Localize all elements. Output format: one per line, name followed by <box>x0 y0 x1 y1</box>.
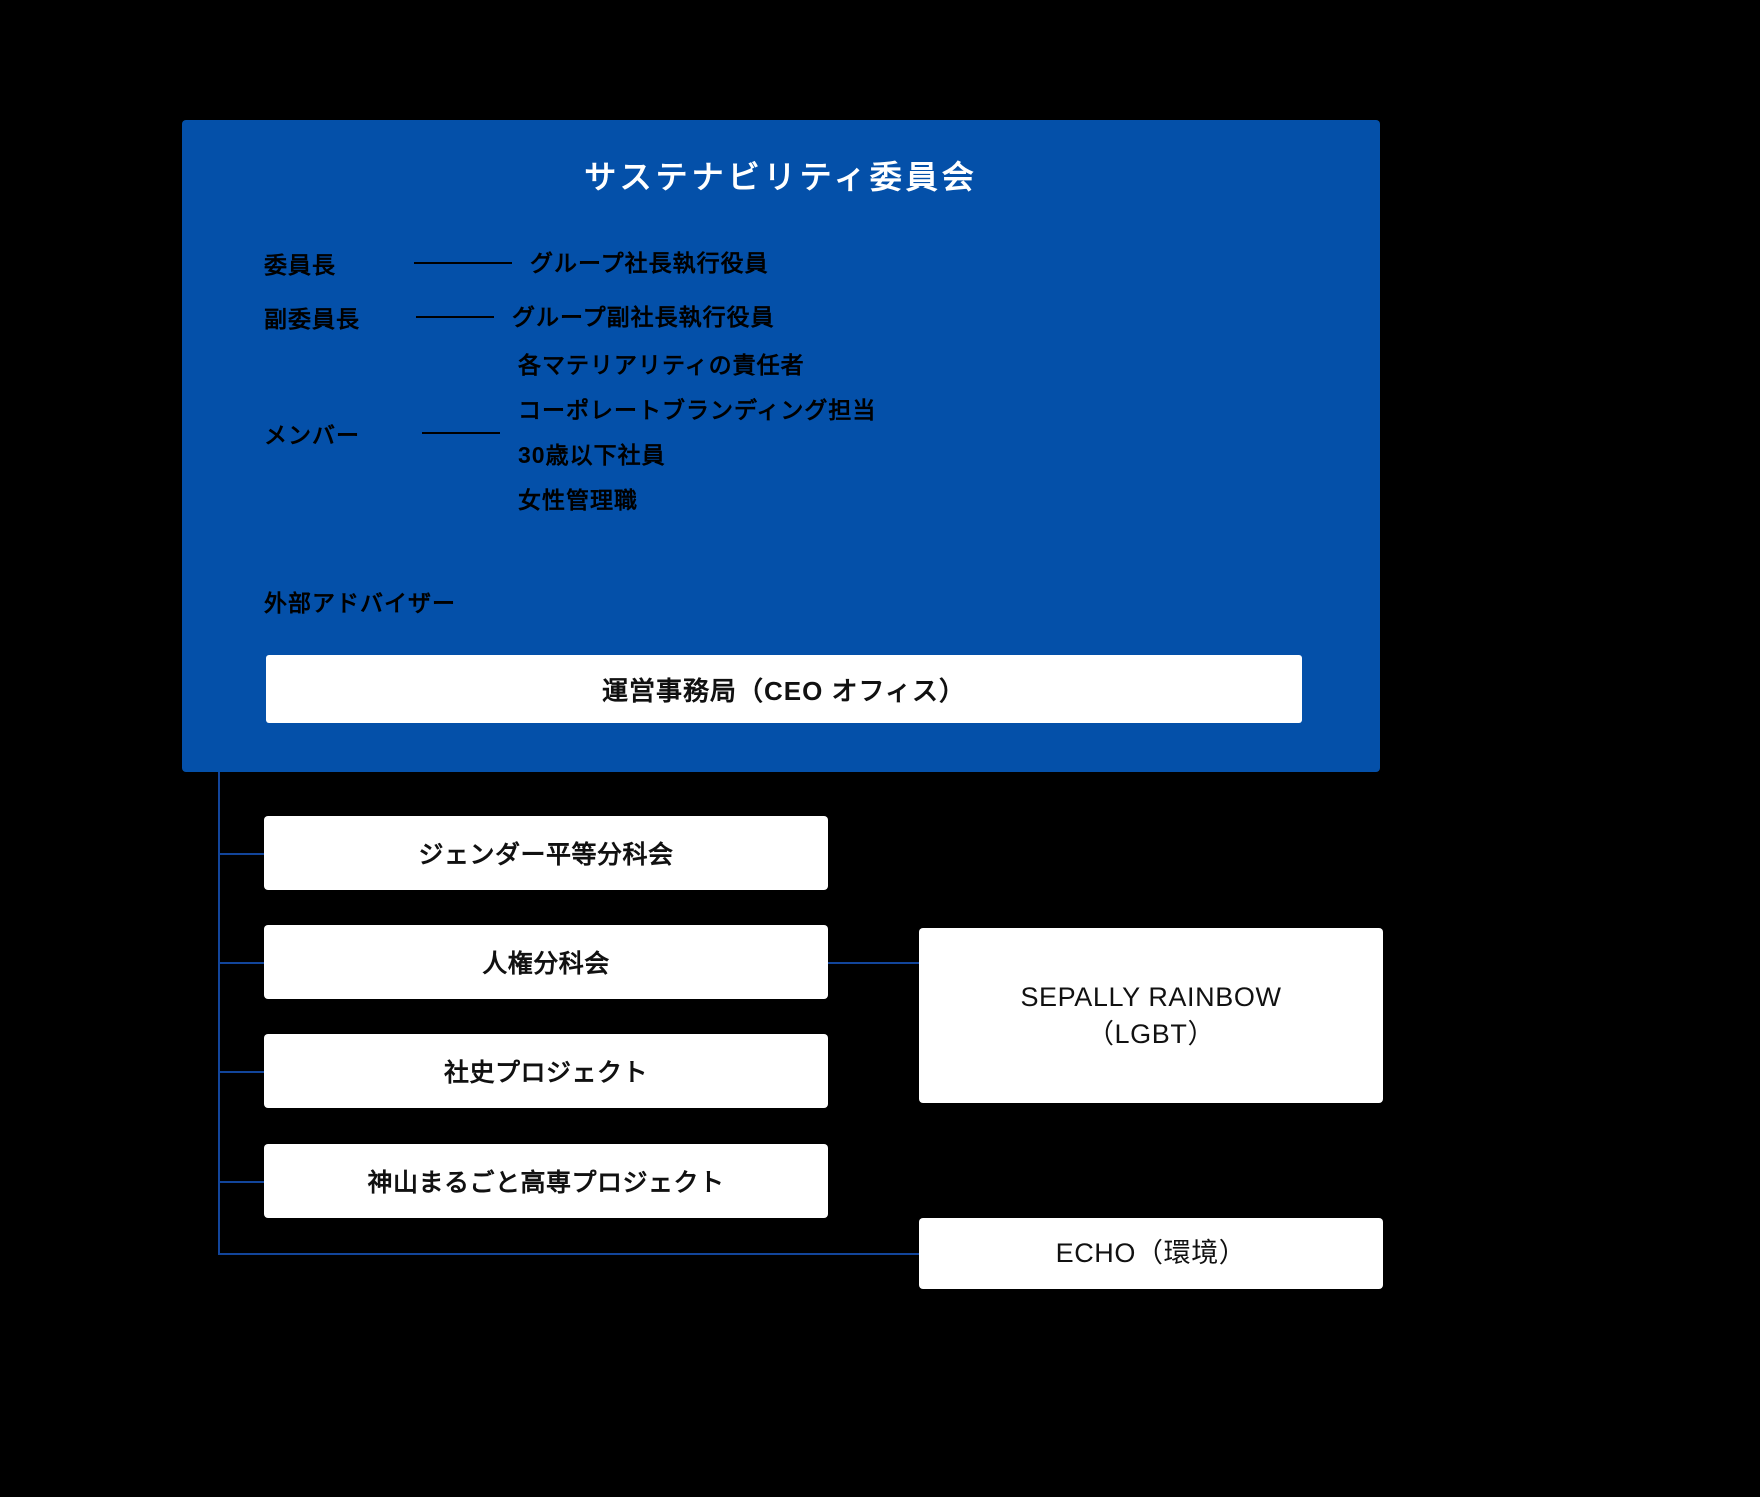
group-box-sepally-rainbow[interactable]: SEPALLY RAINBOW （LGBT） <box>919 928 1383 1103</box>
role-value: グループ社長執行役員 <box>530 249 769 276</box>
subcommittee-label: 人権分科会 <box>482 950 610 978</box>
group-label: SEPALLY RAINBOW （LGBT） <box>1020 982 1282 1049</box>
role-connector-dash <box>416 316 494 318</box>
subcommittee-label: ジェンダー平等分科会 <box>418 841 674 869</box>
role-row-members: メンバー 各マテリアリティの責任者 コーポレートブランディング担当 30歳以下社… <box>264 354 1304 512</box>
connector-branch-kamiyama <box>218 1181 266 1183</box>
role-connector-dash <box>422 432 500 434</box>
role-value: 女性管理職 <box>518 487 638 513</box>
role-value: 30歳以下社員 <box>518 442 666 468</box>
subcommittee-label: 神山まるごと高専プロジェクト <box>367 1169 725 1197</box>
role-value: コーポレートブランディング担当 <box>518 397 877 423</box>
role-row-vice-chair: 副委員長 グループ副社長執行役員 <box>264 300 1304 334</box>
role-value: 各マテリアリティの責任者 <box>518 352 805 378</box>
connector-trunk-vertical <box>218 772 220 1254</box>
role-values-members: 各マテリアリティの責任者 コーポレートブランディング担当 30歳以下社員 女性管… <box>518 354 1304 512</box>
subcommittee-box-kamiyama-marugoto-kosen-project[interactable]: 神山まるごと高専プロジェクト <box>264 1144 828 1218</box>
connector-branch-company-history <box>218 1071 266 1073</box>
sustainability-committee-panel: サステナビリティ委員会 委員長 グループ社長執行役員 副委員長 グループ副社長執… <box>182 120 1380 772</box>
role-label-vice-chair: 副委員長 <box>264 306 360 332</box>
subcommittee-label: 社史プロジェクト <box>443 1059 648 1087</box>
subcommittee-box-company-history-project[interactable]: 社史プロジェクト <box>264 1034 828 1108</box>
committee-roles-list: 委員長 グループ社長執行役員 副委員長 グループ副社長執行役員 メンバー 各マテ… <box>264 246 1304 532</box>
role-label-chair: 委員長 <box>264 252 336 278</box>
role-values-chair: グループ社長執行役員 <box>530 249 1304 276</box>
group-label: ECHO（環境） <box>1055 1238 1247 1269</box>
subcommittee-box-human-rights[interactable]: 人権分科会 <box>264 925 828 999</box>
external-advisor-label: 外部アドバイザー <box>264 590 456 616</box>
connector-branch-sepally-rainbow <box>828 962 921 964</box>
role-label-members: メンバー <box>264 422 360 448</box>
group-box-echo[interactable]: ECHO（環境） <box>919 1218 1383 1289</box>
role-values-vice-chair: グループ副社長執行役員 <box>512 303 1304 330</box>
connector-branch-echo <box>218 1253 921 1255</box>
role-row-chair: 委員長 グループ社長執行役員 <box>264 246 1304 280</box>
role-connector-dash <box>414 262 512 264</box>
secretariat-label: 運営事務局（CEO オフィス） <box>601 675 967 706</box>
secretariat-box: 運営事務局（CEO オフィス） <box>266 655 1302 723</box>
page-title: サステナビリティ委員会 <box>584 159 978 195</box>
connector-branch-gender <box>218 853 266 855</box>
role-value: グループ副社長執行役員 <box>512 303 775 330</box>
subcommittee-box-gender-equality[interactable]: ジェンダー平等分科会 <box>264 816 828 890</box>
connector-branch-human-rights <box>218 962 266 964</box>
